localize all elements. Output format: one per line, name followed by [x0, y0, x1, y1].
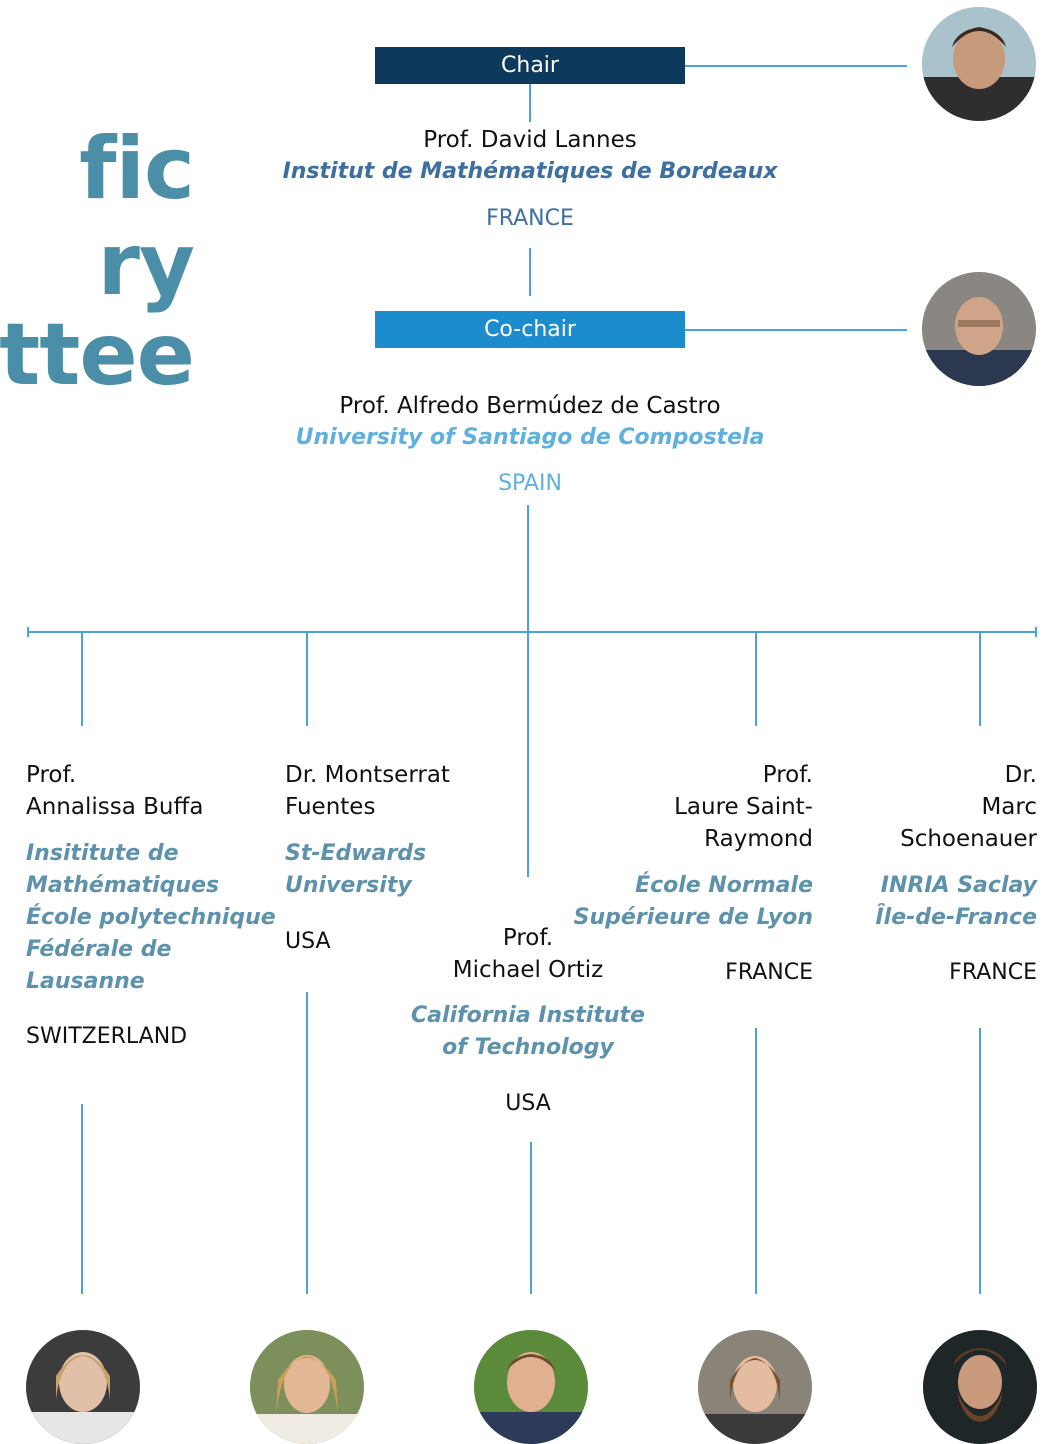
member-bus-line — [27, 631, 1037, 633]
member-5-name-line-1: Dr. — [1004, 762, 1037, 788]
bus-right-cap — [1035, 627, 1037, 637]
cochair-institution: University of Santiago de Compostela — [295, 425, 765, 450]
member-2-photo — [250, 1330, 364, 1444]
member-2-inst-line-1: St-Edwards — [285, 841, 427, 866]
member-2-inst-line-2: University — [285, 873, 412, 898]
member-3-country: USA — [505, 1091, 551, 1116]
member-4-name-line-2: Laure Saint- — [674, 794, 813, 820]
cochair-portrait-icon — [922, 272, 1036, 386]
member-4-portrait-icon — [698, 1330, 812, 1444]
member-2-name-line-2: Fuentes — [285, 794, 376, 820]
member-2-country: USA — [285, 929, 331, 954]
member-3-inst-line-1: California Institute — [411, 1003, 645, 1028]
member-5-photo — [923, 1330, 1037, 1444]
chair-to-cochair-connector — [529, 248, 531, 296]
member-1-inst-line-1: Insititute de — [26, 841, 179, 866]
member-4-country: FRANCE — [725, 960, 813, 985]
member-3-inst-line-2: of Technology — [442, 1035, 614, 1060]
cochair-photo — [922, 272, 1036, 386]
title-line-2: ry — [97, 215, 195, 315]
member-4-inst-line-1: École Normale — [635, 873, 813, 898]
member-3-photo-connector — [530, 1142, 532, 1294]
chair-badge-connector — [529, 84, 531, 122]
title-line-3: ttee — [0, 305, 195, 405]
member-3-portrait-icon — [474, 1330, 588, 1444]
trunk-connector — [527, 505, 529, 877]
member-4-drop — [755, 632, 757, 726]
cochair-country: SPAIN — [498, 471, 562, 496]
title-line-1: fic — [79, 119, 195, 219]
member-4-inst-line-2: Supérieure de Lyon — [573, 905, 813, 930]
member-2-portrait-icon — [250, 1330, 364, 1444]
chair-country: FRANCE — [486, 206, 574, 231]
chair-institution: Institut de Mathématiques de Bordeaux — [282, 159, 778, 184]
member-3-photo — [474, 1330, 588, 1444]
member-4-photo — [698, 1330, 812, 1444]
member-2-photo-connector — [306, 992, 308, 1294]
member-1-name-line-1: Prof. — [26, 762, 77, 788]
member-4-name-line-1: Prof. — [762, 762, 813, 788]
member-1-name-line-2: Annalissa Buffa — [26, 794, 204, 820]
member-5-drop — [979, 632, 981, 726]
cochair-name: Prof. Alfredo Bermúdez de Castro — [339, 393, 721, 419]
member-4-photo-connector — [755, 1028, 757, 1294]
member-5-inst-line-1: INRIA Saclay — [880, 873, 1037, 898]
member-1-drop — [81, 632, 83, 726]
member-5-country: FRANCE — [949, 960, 1037, 985]
member-3-name-line-1: Prof. — [502, 925, 554, 951]
member-1-portrait-icon — [26, 1330, 140, 1444]
member-1-photo — [26, 1330, 140, 1444]
member-2-drop — [306, 632, 308, 726]
member-4-name-line-3: Raymond — [704, 826, 813, 852]
chair-badge: Chair — [375, 47, 685, 84]
chair-portrait-icon — [922, 7, 1036, 121]
member-1-inst-line-4: Fédérale de — [26, 937, 172, 962]
cochair-badge: Co-chair — [375, 311, 685, 348]
member-1-country: SWITZERLAND — [26, 1024, 188, 1049]
chair-photo — [922, 7, 1036, 121]
member-3-name-line-2: Michael Ortiz — [452, 957, 604, 983]
member-1-photo-connector — [81, 1104, 83, 1294]
chair-name: Prof. David Lannes — [423, 127, 637, 153]
chair-photo-connector — [685, 65, 907, 67]
member-5-inst-line-2: Île-de-France — [875, 905, 1037, 930]
member-1-inst-line-5: Lausanne — [26, 969, 145, 994]
cochair-photo-connector — [685, 329, 907, 331]
member-5-name-line-3: Schoenauer — [900, 826, 1037, 852]
member-5-name-line-2: Marc — [981, 794, 1037, 820]
member-2-name-line-1: Dr. Montserrat — [285, 762, 450, 788]
member-5-portrait-icon — [923, 1330, 1037, 1444]
member-1-inst-line-3: École polytechnique — [26, 905, 276, 930]
bus-left-cap — [27, 627, 29, 637]
member-1-inst-line-2: Mathématiques — [26, 873, 220, 898]
member-5-photo-connector — [979, 1028, 981, 1294]
